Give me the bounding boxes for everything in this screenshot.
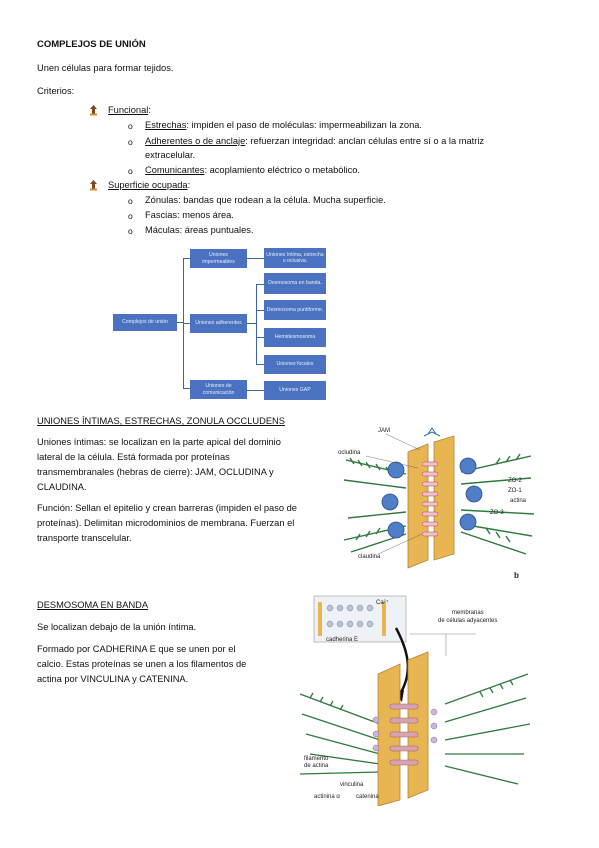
- circle-bullet-icon: o: [128, 166, 133, 176]
- functional-item-adherentes-cont: extracelular.: [145, 150, 196, 160]
- label-jam: JAM: [378, 428, 390, 434]
- catenin-complexes: [372, 708, 438, 752]
- intro-text: Unen células para formar tejidos.: [37, 63, 174, 73]
- occupied-item: Zónulas: bandas que rodean a la célula. …: [145, 195, 386, 205]
- label-b: b: [514, 571, 519, 580]
- label-vinculina: vinculina: [340, 782, 364, 788]
- connector: [247, 390, 264, 391]
- connector: [183, 323, 190, 324]
- connector: [183, 258, 190, 259]
- connector: [177, 322, 183, 323]
- inset-cadherins: [326, 604, 374, 628]
- diagram-l2-desmosoma-banda: Desmosoma en banda.: [264, 273, 326, 294]
- section2-paragraph2: Formado por CADHERINA E que se unen por …: [37, 644, 247, 685]
- page-title: COMPLEJOS DE UNIÓN: [37, 39, 146, 50]
- criteria-label: Criterios:: [37, 86, 75, 96]
- connector: [256, 337, 264, 338]
- connector: [256, 284, 257, 364]
- inset-panel: [313, 595, 407, 643]
- diagram-l2-desmosoma-puntiforme: Desmosoma puntiforme.: [264, 300, 326, 320]
- connector: [256, 284, 264, 285]
- connector: [256, 364, 264, 365]
- adherens-belt-figure: Ca²⁺ cadherina E membranas de células ad…: [300, 595, 530, 806]
- diagram-l2-focales: Uniones focales: [264, 355, 326, 374]
- label-zo3: ZO-3: [490, 510, 504, 516]
- pin-bullet-icon: [90, 105, 97, 116]
- tight-junction-figure: JAM ocludina ZO-2 ZO-1 actina ZO-3 claud…: [338, 427, 535, 580]
- diagram-l1-impermeables: Uniones impermeables: [190, 249, 247, 268]
- label-actinina: actinina α: [314, 794, 340, 800]
- cell-membrane-left: [377, 663, 401, 806]
- circle-bullet-icon: o: [128, 121, 133, 131]
- label-claudina: claudina: [358, 554, 381, 560]
- occupied-item: Máculas: áreas puntuales.: [145, 225, 254, 235]
- actin-filaments: [300, 673, 530, 785]
- occupied-heading: Superficie ocupada:: [108, 180, 191, 190]
- section1-paragraph2: Función: Sellan el epitelio y crean barr…: [37, 503, 297, 544]
- strand-proteins: [421, 461, 439, 537]
- connector: [183, 388, 190, 389]
- actin-filaments: [343, 453, 535, 555]
- label-membranas: membranas: [452, 610, 484, 616]
- pin-bullet-icon: [90, 180, 97, 191]
- label-filamento-2: de actina: [304, 763, 329, 769]
- diagram-l2-hemidesmosoma: Hemidesmosoma: [264, 328, 326, 347]
- label-filamento: filamento: [304, 756, 329, 762]
- diagram-l2-gap: Uniones GAP: [264, 381, 326, 400]
- functional-item-adherentes: Adherentes o de anclaje: refuerzan integ…: [145, 136, 485, 146]
- circle-bullet-icon: o: [128, 196, 133, 206]
- section2-title: DESMOSOMA EN BANDA: [37, 600, 149, 610]
- label-actina: actina: [510, 498, 527, 504]
- diagram-l2-intima: Uniones íntima, estrecha u oclusiva.: [264, 248, 326, 268]
- functional-item-estrechas: Estrechas: impiden el paso de moléculas:…: [145, 120, 422, 130]
- section1-title: UNIONES ÍNTIMAS, ESTRECHAS, ZONULA OCCLU…: [37, 416, 285, 426]
- circle-bullet-icon: o: [128, 226, 133, 236]
- section2-paragraph1: Se localizan debajo de la unión íntima.: [37, 622, 197, 632]
- label-cadherina: cadherina E: [326, 637, 358, 643]
- connector: [247, 258, 264, 259]
- label-membranas-2: de células adyacentes: [438, 618, 497, 624]
- functional-item-comunicantes: Comunicantes: acoplamiento eléctrico o m…: [145, 165, 360, 175]
- cell-membrane-right: [433, 435, 455, 561]
- cadherin-links: [389, 703, 419, 766]
- occupied-item: Fascias: menos área.: [145, 210, 234, 220]
- connector: [247, 323, 256, 324]
- label-catenina: catenina: [356, 794, 379, 800]
- label-zo2: ZO-2: [508, 478, 522, 484]
- diagram-l1-adherentes: Uniones adherentes: [190, 314, 247, 333]
- functional-heading: Funcional:: [108, 105, 151, 115]
- diagram-root-box: Complejos de unión: [113, 314, 177, 331]
- zo-proteins: [381, 457, 483, 539]
- circle-bullet-icon: o: [128, 211, 133, 221]
- label-ocludina: ocludina: [338, 450, 361, 456]
- diagram-l1-comunicacion: Uniones de comunicación: [190, 380, 247, 399]
- circle-bullet-icon: o: [128, 137, 133, 147]
- cell-membrane-right: [407, 651, 429, 799]
- label-calcium: Ca²⁺: [376, 599, 389, 606]
- label-zo1: ZO-1: [508, 488, 522, 494]
- connector: [256, 310, 264, 311]
- section1-paragraph1: Uniones íntimas: se localizan en la part…: [37, 437, 281, 493]
